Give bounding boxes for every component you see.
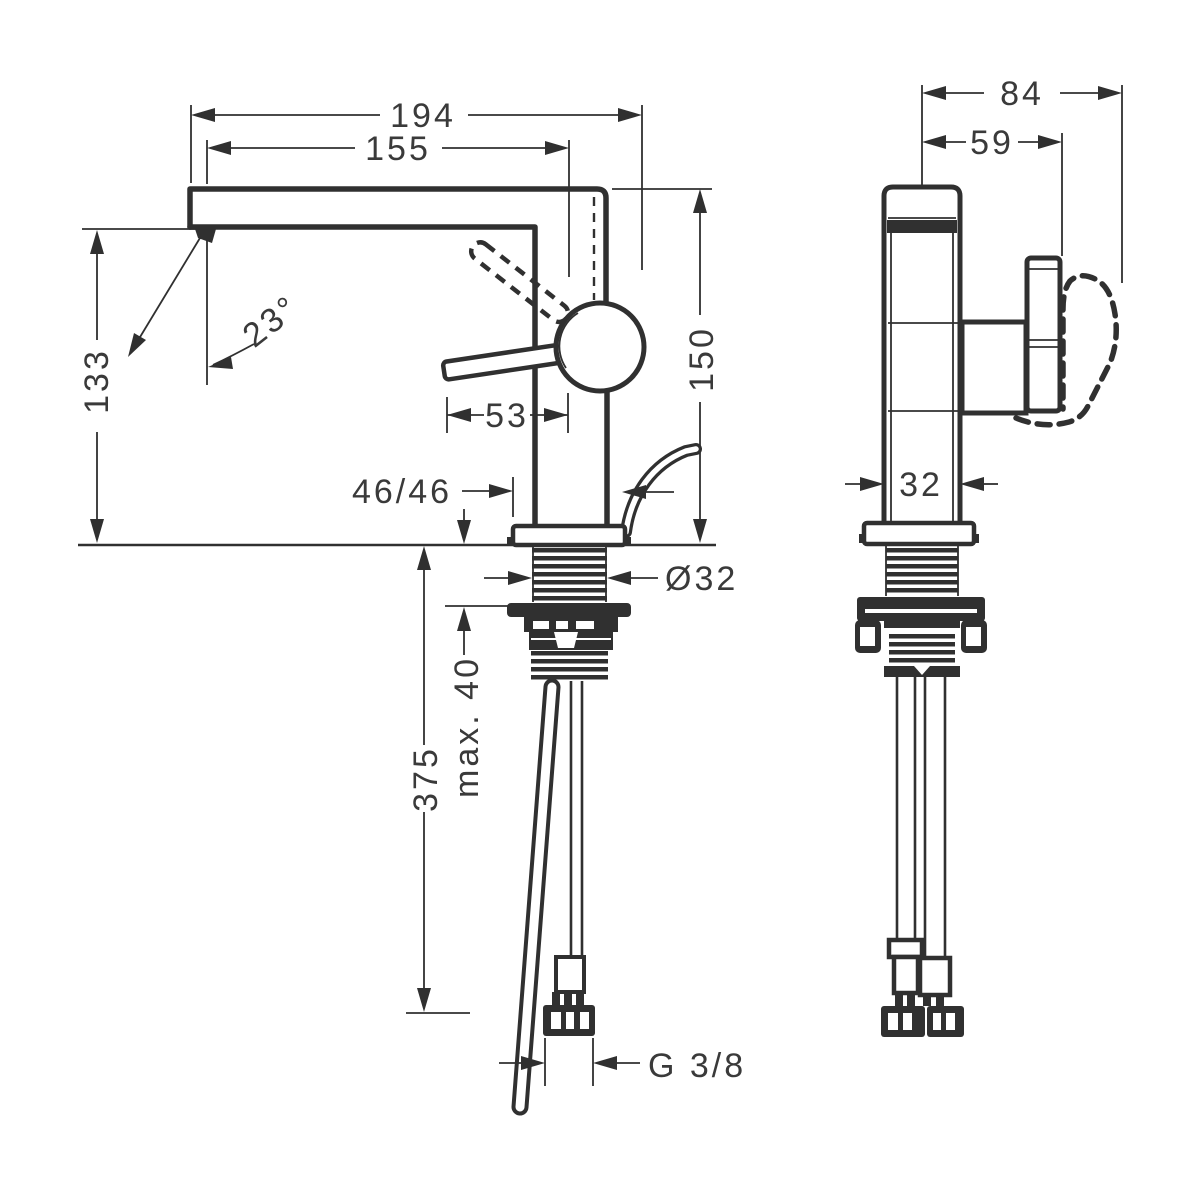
supply-hoses-side: [881, 677, 964, 1037]
handle-pivot: [553, 300, 647, 394]
dim-spray-angle: 23°: [128, 232, 307, 385]
dim-label-46-46: 46/46: [352, 473, 452, 511]
dim-spout-height: 133: [78, 228, 198, 543]
mounting-shank-side: [855, 546, 987, 677]
dim-label-375: 375: [407, 746, 445, 812]
dim-height-above-deck: 150: [612, 188, 721, 543]
dim-label-32: 32: [899, 466, 943, 504]
dim-hose-length: 375: [406, 546, 470, 1014]
handle-lever: [440, 341, 572, 382]
handle-lever-side: [1024, 255, 1063, 414]
g38-connector-cold: [927, 1006, 964, 1037]
spout-underside-band: [887, 220, 957, 233]
hose-crimp: [554, 955, 586, 994]
dim-shank-diameter: Ø32: [484, 560, 738, 598]
dim-label-23deg: 23°: [236, 288, 307, 355]
dim-spout-reach: 155: [206, 130, 570, 277]
pop-up-rod: [620, 443, 702, 538]
dim-label-dia32: Ø32: [665, 560, 738, 598]
dim-max-mounting-thickness: max. 40: [445, 509, 508, 798]
dim-handle-projection: 59: [922, 124, 1063, 256]
front-view: 194 155 133 23°: [78, 97, 746, 1116]
dim-label-53: 53: [485, 397, 529, 435]
pivot-inner-arc: [558, 312, 579, 369]
dim-label-84: 84: [1000, 75, 1044, 113]
escutcheon: [507, 523, 631, 548]
dim-label-133: 133: [78, 348, 116, 414]
dim-handle-length: 53: [446, 393, 569, 435]
locknut-washer: [507, 603, 631, 617]
dim-label-max40: max. 40: [448, 656, 486, 798]
mounting-shank: [507, 547, 631, 680]
dim-label-g38: G 3/8: [648, 1047, 746, 1085]
dim-body-depth: 32: [845, 466, 998, 504]
dim-label-150: 150: [683, 326, 721, 392]
dim-base-width: 46/46: [352, 473, 674, 517]
dim-connection-thread: G 3/8: [499, 1038, 746, 1086]
escutcheon-side: [859, 520, 979, 547]
supply-hose: [543, 681, 595, 1036]
handle-mount-side: [959, 319, 1029, 416]
aerator: [195, 229, 216, 243]
handle-open-position-dashed: [1013, 273, 1119, 428]
dim-label-59: 59: [970, 124, 1014, 162]
supply-hose-angled: [511, 678, 561, 1116]
dim-label-194: 194: [390, 97, 456, 135]
side-body: [881, 184, 963, 543]
dim-spout-reach-total: 194: [190, 97, 643, 270]
handle-lever-open-dashed: [468, 240, 571, 325]
dim-label-155: 155: [365, 130, 431, 168]
spout-and-body: [187, 186, 610, 527]
side-view: 84 59 32: [845, 75, 1123, 1037]
dim-total-depth: 84: [921, 75, 1123, 283]
